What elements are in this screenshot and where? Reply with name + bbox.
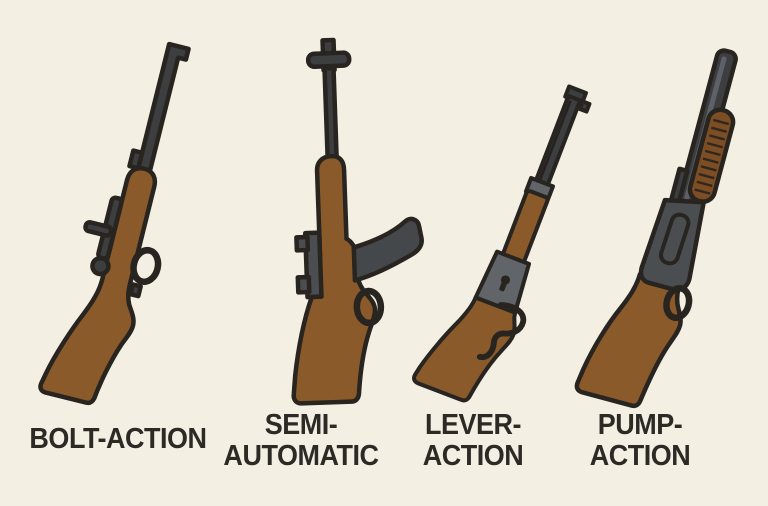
- bolt-action-stock: [38, 165, 158, 406]
- bolt-action-rifle-icon: [16, 25, 244, 428]
- label-semi-automatic: SEMI-AUTOMATIC: [199, 410, 404, 472]
- pump-action-rifle-drawing: [574, 48, 738, 409]
- label-lever-action: LEVER-ACTION: [389, 410, 556, 472]
- semi-auto-sling-mount: [295, 274, 312, 295]
- lever-action-magazine-tube: [538, 100, 572, 182]
- pump-action-trigger-guard: [663, 284, 693, 321]
- semi-automatic-rifle-drawing: [291, 37, 424, 406]
- semi-auto-barrel: [322, 65, 340, 165]
- lever-action-forend: [501, 189, 550, 265]
- semi-auto-charging-handle: [294, 234, 311, 253]
- label-bolt-action: BOLT-ACTION: [16, 424, 221, 455]
- semi-auto-front-sight-wings: [305, 50, 352, 69]
- bolt-action-trigger-guard: [130, 246, 162, 286]
- bolt-action-rear-sight: [127, 148, 145, 171]
- label-lever-action-line1: LEVER-: [424, 409, 522, 441]
- semi-auto-magazine: [351, 216, 424, 283]
- lever-action-front-sight: [577, 99, 592, 114]
- pump-action-rifle-icon: [542, 27, 768, 444]
- lever-action-rifle-icon: [390, 61, 638, 427]
- label-pump-action-line2: ACTION: [589, 440, 691, 472]
- lever-action-lever-loop: [476, 302, 527, 361]
- semi-auto-trigger-guard: [353, 287, 385, 327]
- pump-action-pump-ribs: [694, 118, 730, 195]
- label-bolt-action-line1: BOLT-ACTION: [29, 423, 207, 455]
- label-semi-automatic-line1: SEMI-: [264, 409, 338, 441]
- bolt-action-barrel: [134, 41, 191, 180]
- semi-automatic-rifle-icon: [246, 35, 429, 416]
- pump-action-receiver: [638, 197, 706, 292]
- lever-action-hammer-spur: [499, 279, 508, 292]
- bolt-action-sling-stub: [128, 282, 143, 299]
- label-pump-action-line1: PUMP-: [597, 409, 683, 441]
- label-semi-automatic-line2: AUTOMATIC: [223, 440, 379, 472]
- label-lever-action-line2: ACTION: [422, 440, 524, 472]
- pump-action-ejection-port: [658, 212, 691, 266]
- pump-action-stock: [574, 271, 683, 409]
- bolt-action-rifle-drawing: [38, 41, 191, 406]
- label-pump-action: PUMP-ACTION: [556, 410, 723, 472]
- bolt-action-bolt-knob: [90, 255, 111, 277]
- bolt-action-bolt-handle: [83, 220, 114, 238]
- lever-action-rifle-drawing: [412, 84, 592, 403]
